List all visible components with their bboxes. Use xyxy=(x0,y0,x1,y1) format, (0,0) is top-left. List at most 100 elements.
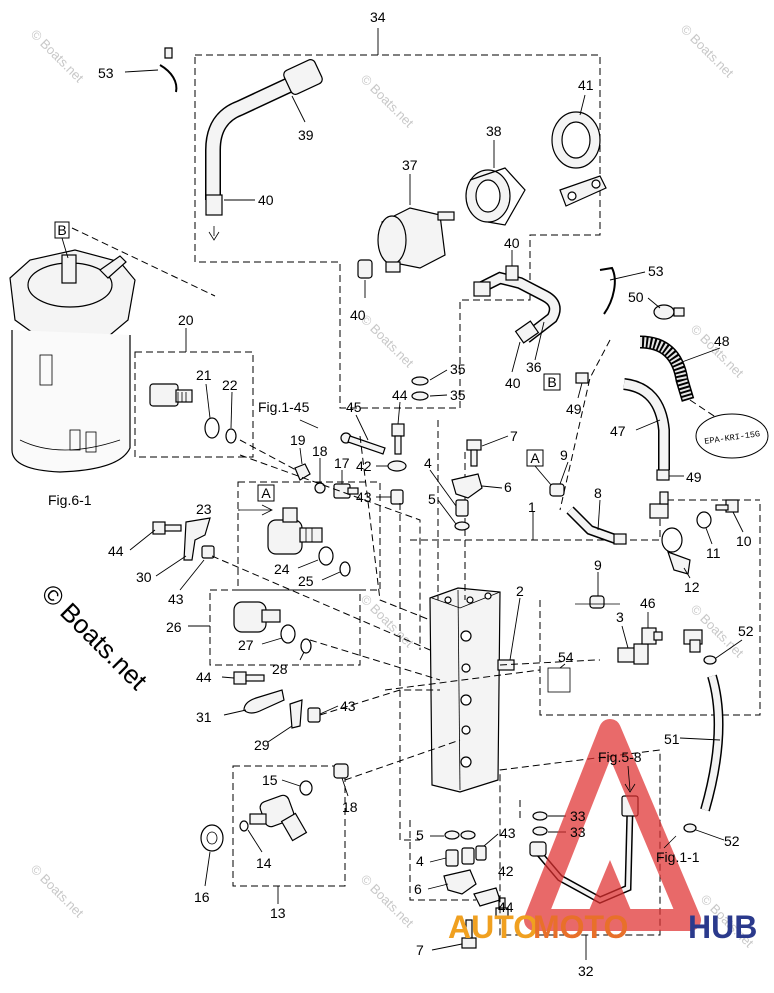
callout-9: 9 xyxy=(594,557,602,573)
callout-12: 12 xyxy=(684,579,700,595)
plate-29 xyxy=(289,699,303,729)
callout-labels: 34 53 39 40 37 38 41 40 40 36 40 35 35 2… xyxy=(98,9,754,979)
callout-5: 5 xyxy=(416,827,424,843)
collar-4-lower xyxy=(461,847,475,865)
clip-53-tab xyxy=(164,47,173,59)
bracket-12 xyxy=(661,527,691,575)
leader-49a xyxy=(577,382,583,399)
clip-9-lower xyxy=(589,595,605,609)
fitting-3 xyxy=(617,643,649,665)
callout-8: 8 xyxy=(594,485,602,501)
clamp-50 xyxy=(653,304,685,320)
joint-17 xyxy=(333,483,359,499)
grommet-6-top xyxy=(451,473,483,499)
link-line xyxy=(399,503,420,841)
bushing-18 xyxy=(314,482,326,494)
callout-49: 49 xyxy=(686,469,702,485)
clamp-45 xyxy=(340,432,386,455)
leader-39 xyxy=(291,95,306,123)
hose-8-end xyxy=(613,533,627,545)
callout-47: 47 xyxy=(610,423,626,439)
link-line xyxy=(499,659,600,666)
fuel-pump-fig-6-1 xyxy=(9,249,136,473)
leader-44c xyxy=(221,676,235,679)
leader-3 xyxy=(621,625,629,649)
ref-fig-6-1: Fig.6-1 xyxy=(48,492,92,508)
link-line xyxy=(689,399,721,421)
callout-16: 16 xyxy=(194,889,210,905)
callout-43: 43 xyxy=(340,698,356,714)
watermark-large: © Boats.net xyxy=(36,578,154,696)
leader-ref-b xyxy=(61,237,69,259)
hose-48 xyxy=(639,337,693,402)
callout-20: 20 xyxy=(178,312,194,328)
callout-53: 53 xyxy=(98,65,114,81)
callout-13: 13 xyxy=(270,905,286,921)
callout-22: 22 xyxy=(222,377,238,393)
callout-46: 46 xyxy=(640,595,656,611)
leader-5a xyxy=(437,499,457,525)
watermark: © Boats.net xyxy=(28,862,87,921)
leader-ref-a xyxy=(534,465,553,487)
callout-44: 44 xyxy=(498,899,514,915)
leader-25 xyxy=(321,571,341,581)
leader-12 xyxy=(683,567,691,579)
grommet-38 xyxy=(465,167,526,226)
leader-6a xyxy=(481,485,503,489)
bracket-41 xyxy=(551,111,607,207)
hose-39-end xyxy=(283,59,323,95)
bolt-10 xyxy=(715,499,739,513)
leader-44a xyxy=(397,401,401,425)
arrow-right-icon xyxy=(238,504,273,516)
callout-27: 27 xyxy=(238,637,254,653)
collar-43 xyxy=(390,489,404,505)
callout-52: 52 xyxy=(724,833,740,849)
collar-43-mid xyxy=(307,707,321,723)
ref-b-right-label: B xyxy=(547,374,556,390)
callout-6: 6 xyxy=(504,479,512,495)
ref-box-b-right xyxy=(543,373,561,391)
callout-4: 4 xyxy=(424,455,432,471)
leader-18b xyxy=(341,777,349,797)
washer-5-lower xyxy=(444,830,460,840)
link-line xyxy=(71,227,216,297)
callout-14: 14 xyxy=(256,855,272,871)
leader-44b xyxy=(129,529,156,551)
callout-38: 38 xyxy=(486,123,502,139)
leader-43b xyxy=(179,559,205,591)
leader-45 xyxy=(355,414,369,441)
callout-18: 18 xyxy=(312,443,328,459)
watermark: © Boats.net xyxy=(358,72,417,131)
leader-11 xyxy=(705,527,713,545)
link-line xyxy=(309,639,441,681)
callout-49: 49 xyxy=(566,401,582,417)
link-line xyxy=(409,820,476,901)
clip-9-top xyxy=(549,483,565,497)
hose-39 xyxy=(206,74,303,200)
leader-53b xyxy=(609,271,646,281)
arrow-icon xyxy=(663,835,677,849)
washer-22 xyxy=(225,428,237,444)
leader-35a xyxy=(429,369,448,381)
callout-18: 18 xyxy=(342,799,358,815)
callout-36: 36 xyxy=(526,359,542,375)
fuel-line-36 xyxy=(473,265,561,344)
leader-24 xyxy=(297,559,319,569)
cap-16 xyxy=(200,824,224,852)
washer-33b xyxy=(532,826,548,836)
fitting-46 xyxy=(641,627,663,645)
callout-50: 50 xyxy=(628,289,644,305)
callout-30: 30 xyxy=(136,569,152,585)
clip-53-top xyxy=(159,64,178,93)
leader-19 xyxy=(299,447,303,465)
leader-8 xyxy=(597,499,601,531)
arrow-icon xyxy=(299,419,319,429)
leader-48 xyxy=(681,347,721,363)
leader-51 xyxy=(679,737,721,741)
leader-43c xyxy=(319,705,339,715)
link-line xyxy=(539,500,761,716)
leader-2 xyxy=(509,597,521,661)
washer-25 xyxy=(339,561,351,577)
callout-3: 3 xyxy=(616,609,624,625)
